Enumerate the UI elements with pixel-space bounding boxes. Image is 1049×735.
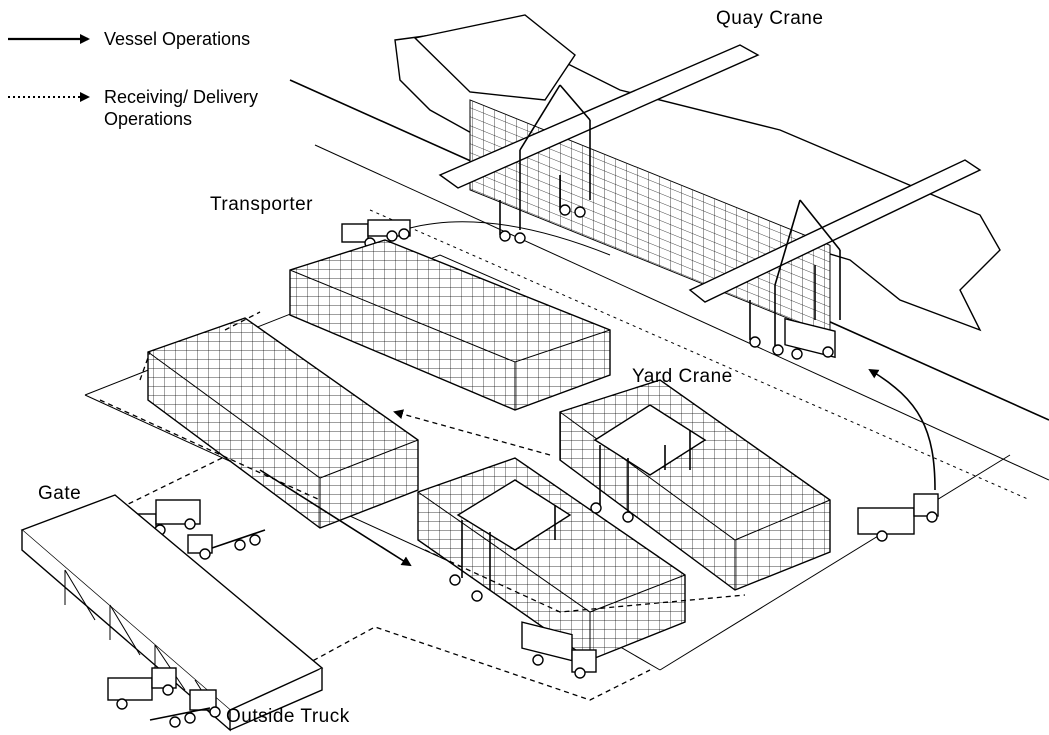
quay-crane-1 xyxy=(438,44,760,244)
container-block-2 xyxy=(147,317,419,529)
label-outside-truck: Outside Truck xyxy=(226,706,350,727)
outside-truck-1 xyxy=(107,667,177,710)
outside-truck-2 xyxy=(149,689,221,728)
label-gate: Gate xyxy=(38,483,82,504)
yard-crane-1 xyxy=(590,404,707,523)
yard-crane-2 xyxy=(449,479,572,602)
label-transporter: Transporter xyxy=(210,194,313,215)
flow-arrow-dashed-to-gate xyxy=(110,457,223,513)
quay-crane-2 xyxy=(688,159,982,356)
flow-arrow-solid-quay xyxy=(868,368,936,491)
gate-truck-2 xyxy=(187,529,266,560)
legend-receiving-delivery-line2: Operations xyxy=(104,109,193,129)
label-quay-crane: Quay Crane xyxy=(716,8,824,29)
legend-receiving-delivery-line1: Receiving/ Delivery xyxy=(104,87,259,107)
label-yard-crane: Yard Crane xyxy=(632,366,733,387)
transporter-truck-quay xyxy=(784,317,836,360)
container-block-1 xyxy=(289,239,611,411)
legend-vessel-operations: Vessel Operations xyxy=(104,29,251,49)
yard-truck xyxy=(521,621,597,679)
flow-arrow-solid-yard xyxy=(259,469,412,567)
road-truck xyxy=(857,493,939,542)
transporter-truck xyxy=(341,219,611,256)
gate-structure xyxy=(20,494,324,732)
delivery-route-lines xyxy=(99,311,746,701)
